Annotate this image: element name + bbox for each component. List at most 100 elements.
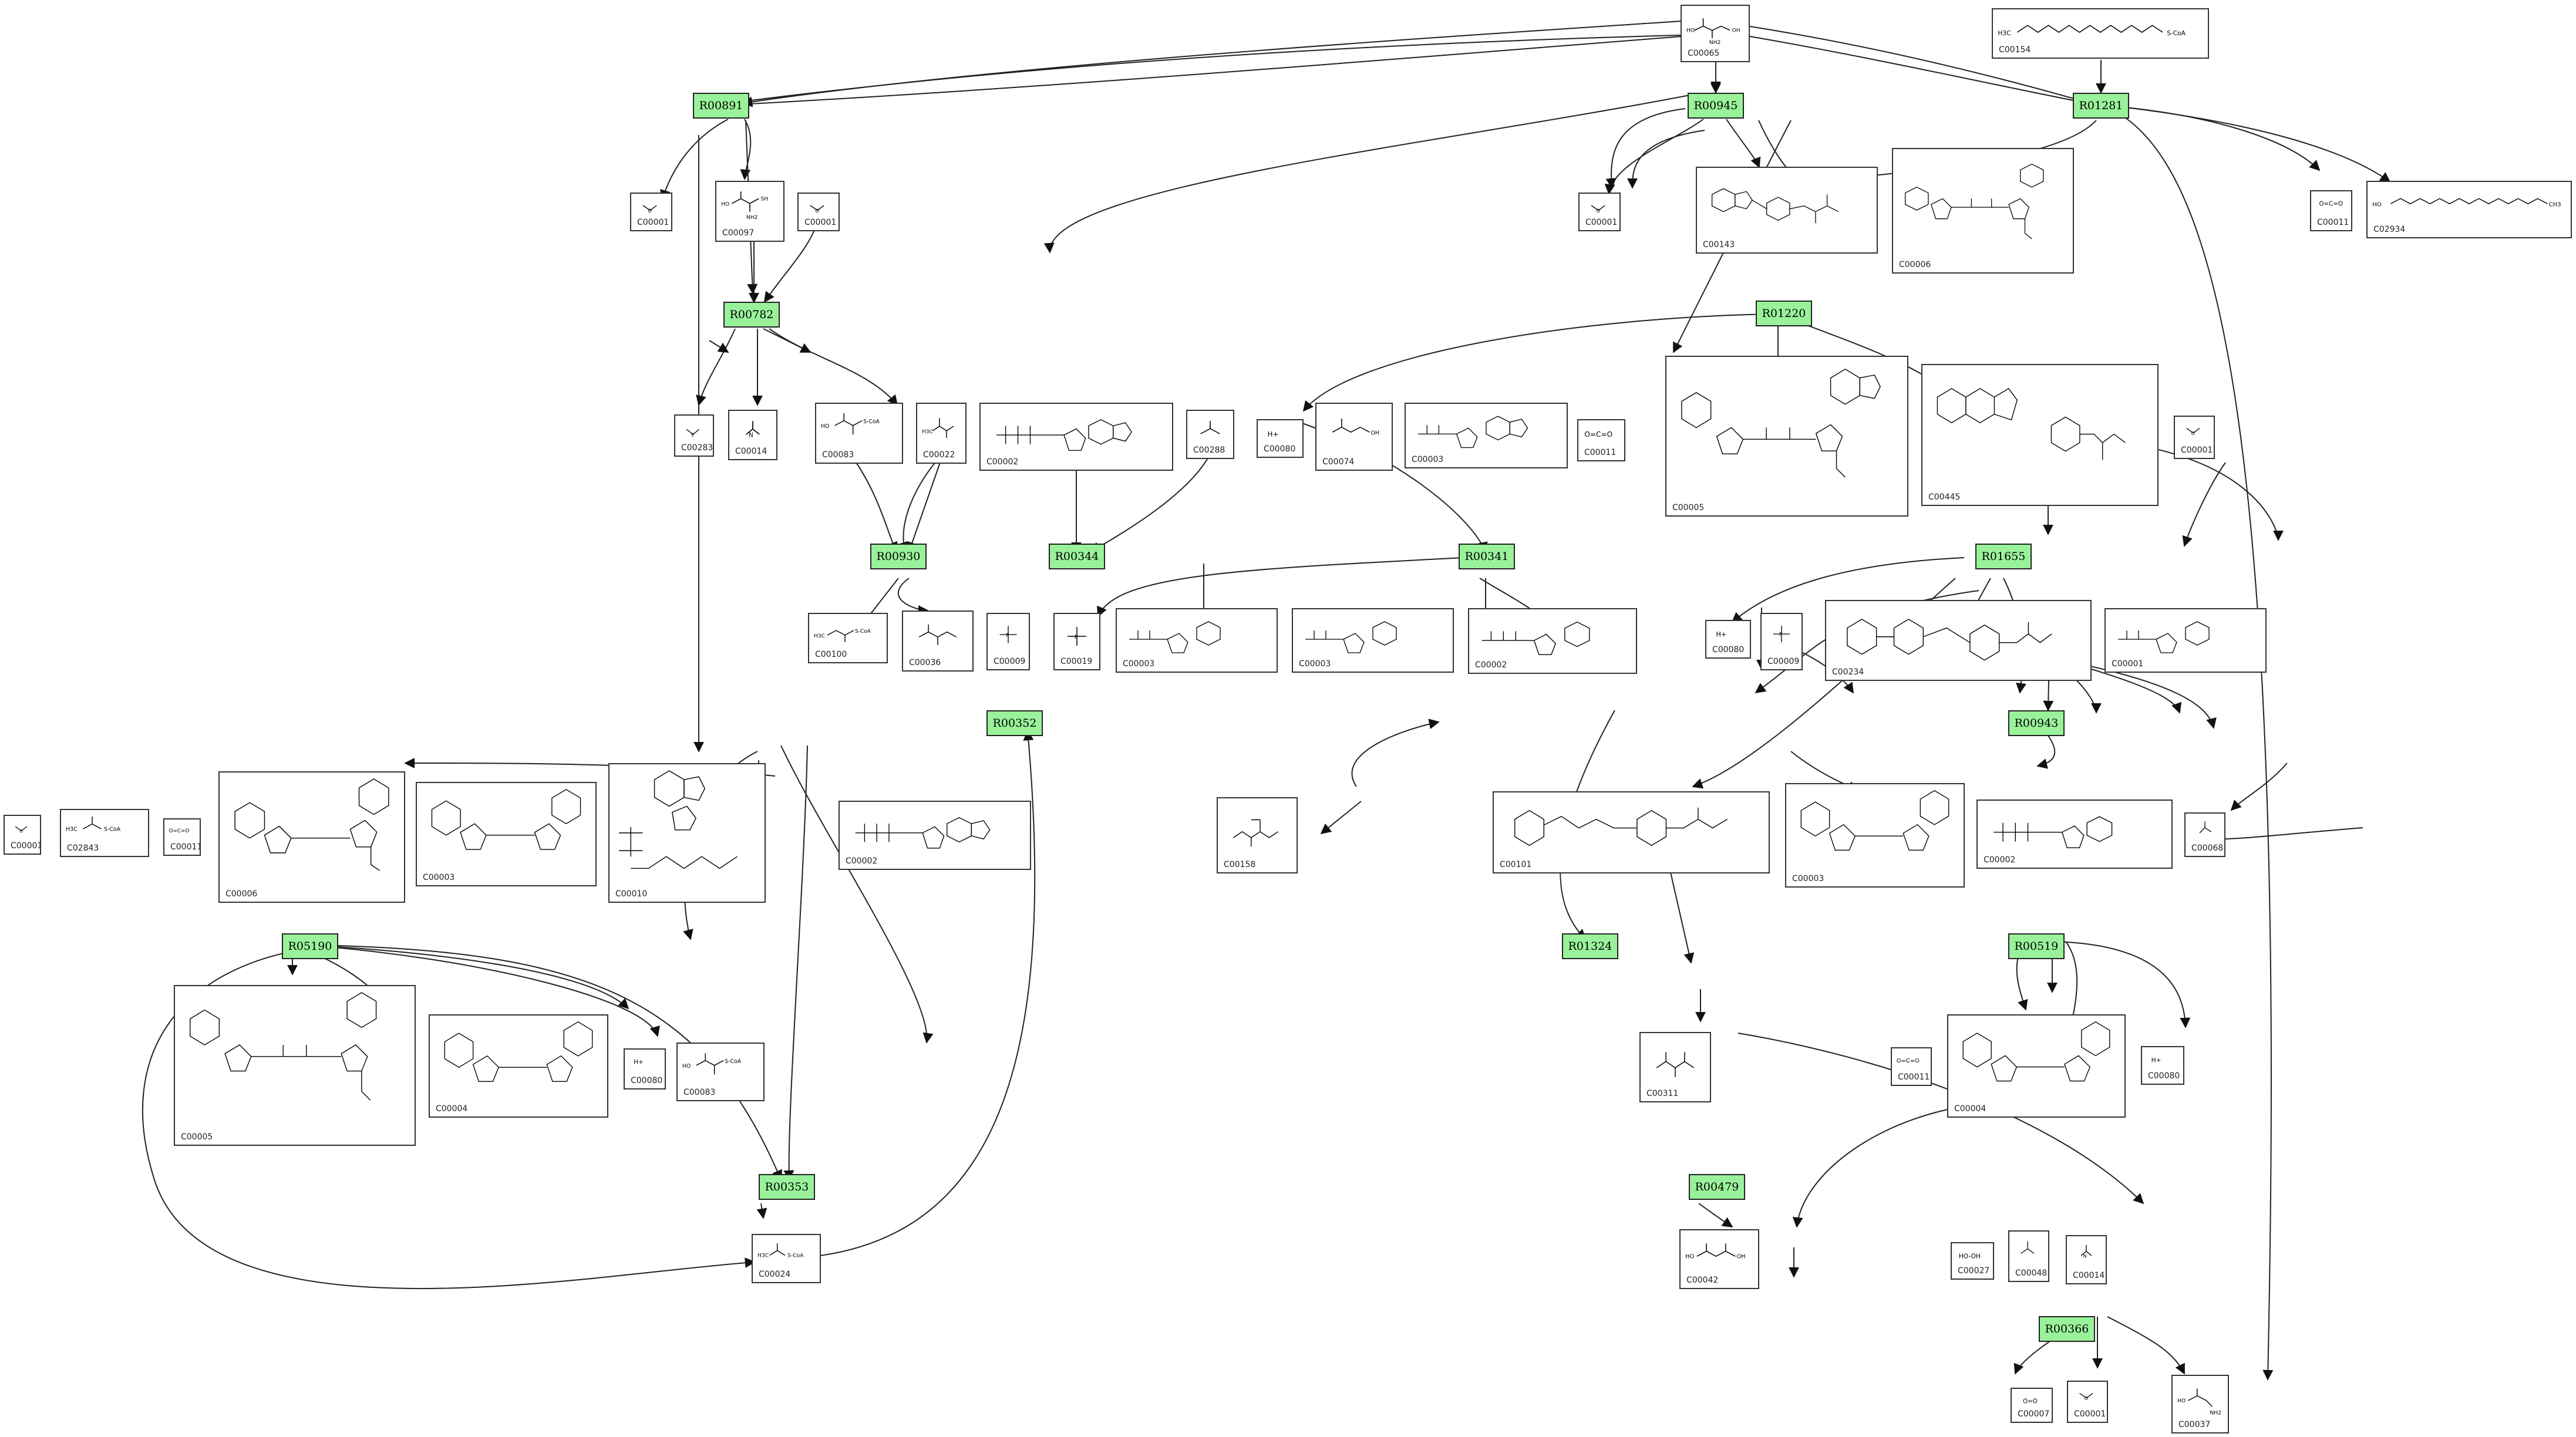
compound-box[interactable]: O C00001 xyxy=(630,193,672,231)
reaction-node[interactable]: R00366 xyxy=(2039,1316,2095,1342)
reaction-node[interactable]: R00479 xyxy=(1689,1174,1745,1200)
compound-box[interactable]: C00003 xyxy=(1292,608,1454,673)
compound-box[interactable]: C00001 xyxy=(2104,608,2267,673)
compound-box[interactable]: C00311 xyxy=(1639,1032,1711,1102)
compound-box[interactable]: O=C=O C00011 xyxy=(2310,190,2352,231)
compound-box[interactable]: C00003 xyxy=(416,782,597,886)
compound-id: C00154 xyxy=(1999,45,2031,55)
compound-box[interactable]: C00002 xyxy=(979,403,1173,471)
reaction-node[interactable]: R00891 xyxy=(693,93,749,119)
svg-text:O=C=O: O=C=O xyxy=(1584,430,1612,438)
compound-box[interactable]: C00002 xyxy=(1468,608,1637,674)
compound-box[interactable]: C00003 xyxy=(1116,608,1278,673)
compound-box[interactable]: C00006 xyxy=(218,771,405,903)
compound-id: C00011 xyxy=(2317,218,2349,227)
compound-box[interactable]: C00101 xyxy=(1493,791,1770,873)
compound-id: C00022 xyxy=(923,450,955,460)
svg-text:O=O: O=O xyxy=(2023,1398,2038,1405)
compound-box[interactable]: O=C=O C00011 xyxy=(1577,419,1625,461)
compound-box[interactable]: C00288 xyxy=(1186,410,1234,459)
compound-box[interactable]: C00005 xyxy=(1665,356,1908,517)
compound-box[interactable]: S C00283 xyxy=(674,414,714,457)
compound-box[interactable]: OH C00074 xyxy=(1315,403,1393,471)
compound-id: C00068 xyxy=(2191,844,2224,853)
reaction-node[interactable]: R00945 xyxy=(1688,93,1744,119)
reaction-node[interactable]: R05190 xyxy=(282,933,338,959)
compound-box[interactable]: O C00001 xyxy=(4,815,41,855)
reaction-node[interactable]: R01655 xyxy=(1975,544,2032,569)
compound-box[interactable]: O=C=O C00011 xyxy=(1891,1047,1932,1086)
svg-text:OH: OH xyxy=(1371,430,1379,436)
compound-box[interactable]: H+ C00080 xyxy=(624,1048,666,1089)
compound-box[interactable]: C00010 xyxy=(608,763,766,903)
compound-box[interactable]: N C00014 xyxy=(2066,1235,2107,1284)
compound-box[interactable]: C00002 xyxy=(839,801,1031,870)
compound-id: C00001 xyxy=(804,218,837,227)
svg-text:S-CoA: S-CoA xyxy=(863,419,880,425)
compound-id: C00001 xyxy=(1585,218,1618,227)
reaction-node[interactable]: R00352 xyxy=(986,710,1043,736)
compound-box[interactable]: C00005 xyxy=(174,985,416,1146)
compound-box[interactable]: P C00019 xyxy=(1053,613,1100,670)
compound-box[interactable]: C00004 xyxy=(429,1014,608,1118)
reaction-node[interactable]: R00782 xyxy=(723,302,780,328)
compound-box[interactable]: C00048 xyxy=(2008,1230,2049,1282)
reaction-node[interactable]: R01220 xyxy=(1756,301,1812,326)
compound-box[interactable]: P C00009 xyxy=(986,613,1030,670)
compound-box[interactable]: O C00001 xyxy=(1578,193,1621,231)
molecule-structure-icon: H3C xyxy=(922,418,954,438)
compound-box[interactable]: C00143 xyxy=(1696,167,1878,254)
compound-box[interactable]: O=C=O C00011 xyxy=(163,818,201,856)
compound-box[interactable]: C00003 xyxy=(1785,783,1965,888)
compound-box[interactable]: H+ C00080 xyxy=(2141,1046,2184,1085)
compound-id: C00083 xyxy=(822,450,854,460)
svg-text:O=C=O: O=C=O xyxy=(169,828,190,834)
svg-text:S-CoA: S-CoA xyxy=(104,826,121,832)
compound-box[interactable]: C00445 xyxy=(1921,364,2159,506)
reaction-node[interactable]: R00519 xyxy=(2008,933,2065,959)
compound-box[interactable]: H3C C00022 xyxy=(916,403,967,464)
compound-box[interactable]: O C00001 xyxy=(797,193,840,231)
svg-text:HO: HO xyxy=(2177,1398,2186,1404)
molecule-structure-icon xyxy=(2199,821,2212,834)
compound-box[interactable]: P C00009 xyxy=(1760,613,1803,670)
compound-box[interactable]: C00003 xyxy=(1405,403,1568,468)
compound-box[interactable]: O C00001 xyxy=(2174,416,2215,459)
compound-box[interactable]: C00068 xyxy=(2184,812,2225,857)
compound-box[interactable]: C00158 xyxy=(1217,797,1298,873)
compound-box[interactable]: C00004 xyxy=(1947,1014,2126,1118)
compound-box[interactable]: C00006 xyxy=(1892,148,2074,274)
compound-id: C00014 xyxy=(2073,1271,2105,1280)
compound-box[interactable]: C00002 xyxy=(1976,800,2173,869)
reaction-node[interactable]: R01324 xyxy=(1562,933,1618,959)
reaction-node[interactable]: R00353 xyxy=(759,1174,815,1200)
compound-id: C00009 xyxy=(994,657,1026,666)
reaction-node[interactable]: R00930 xyxy=(870,544,927,569)
compound-box[interactable]: N C00014 xyxy=(728,410,777,460)
compound-box[interactable]: H+ C00080 xyxy=(1705,620,1751,659)
reaction-node[interactable]: R00943 xyxy=(2008,710,2065,736)
compound-box[interactable]: H+ C00080 xyxy=(1257,419,1304,458)
reaction-node[interactable]: R00344 xyxy=(1049,544,1105,569)
reaction-node[interactable]: R01281 xyxy=(2073,93,2129,119)
compound-box[interactable]: O C00001 xyxy=(2067,1381,2108,1423)
compound-box[interactable]: O=O C00007 xyxy=(2011,1388,2053,1423)
molecule-structure-icon xyxy=(1656,1052,1695,1077)
reaction-node[interactable]: R00341 xyxy=(1459,544,1515,569)
compound-box[interactable]: HO-OH C00027 xyxy=(1951,1242,1994,1280)
compound-box[interactable]: C00036 xyxy=(902,610,974,672)
compound-box[interactable]: C00234 xyxy=(1825,600,2092,681)
compound-id: C00003 xyxy=(1123,659,1155,669)
